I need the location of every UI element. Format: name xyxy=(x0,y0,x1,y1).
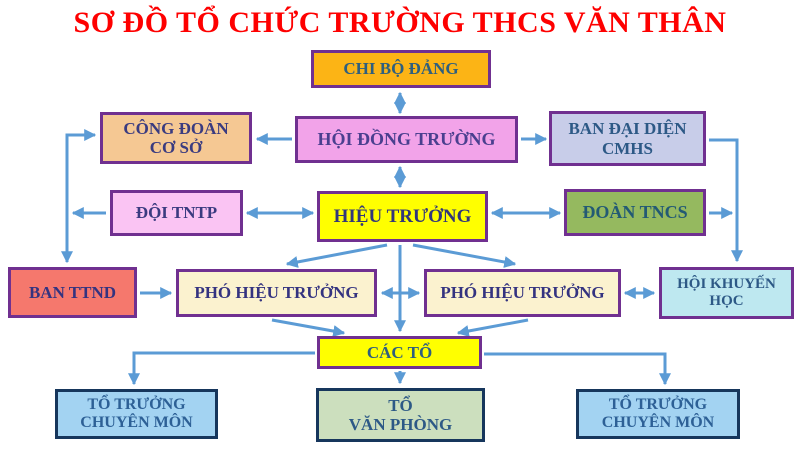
node-pho-hieu-truong-1: PHÓ HIỆU TRƯỞNG xyxy=(176,269,377,317)
node-chi-bo-dang: CHI BỘ ĐẢNG xyxy=(311,50,491,88)
node-doi-tntp: ĐỘI TNTP xyxy=(110,190,243,236)
node-cac-to: CÁC TỔ xyxy=(317,336,482,369)
node-ban-dai-dien-cmhs: BAN ĐẠI DIỆN CMHS xyxy=(549,111,706,166)
node-hoi-dong-truong: HỘI ĐỒNG TRƯỜNG xyxy=(295,116,518,163)
node-to-van-phong: TỔ VĂN PHÒNG xyxy=(316,388,485,442)
node-to-truong-cm-1: TỔ TRƯỞNG CHUYÊN MÔN xyxy=(55,389,218,439)
node-hoi-khuyen-hoc: HỘI KHUYẾN HỌC xyxy=(659,267,794,319)
node-doan-tncs: ĐOÀN TNCS xyxy=(564,189,706,236)
node-cong-doan-co-so: CÔNG ĐOÀN CƠ SỞ xyxy=(100,112,252,164)
node-hieu-truong: HIỆU TRƯỞNG xyxy=(317,191,488,242)
node-to-truong-cm-2: TỔ TRƯỞNG CHUYÊN MÔN xyxy=(576,389,740,439)
page-title: SƠ ĐỒ TỔ CHỨC TRƯỜNG THCS VĂN THÂN xyxy=(73,6,727,39)
node-pho-hieu-truong-2: PHÓ HIỆU TRƯỞNG xyxy=(424,269,621,317)
node-ban-ttnd: BAN TTND xyxy=(8,267,137,318)
